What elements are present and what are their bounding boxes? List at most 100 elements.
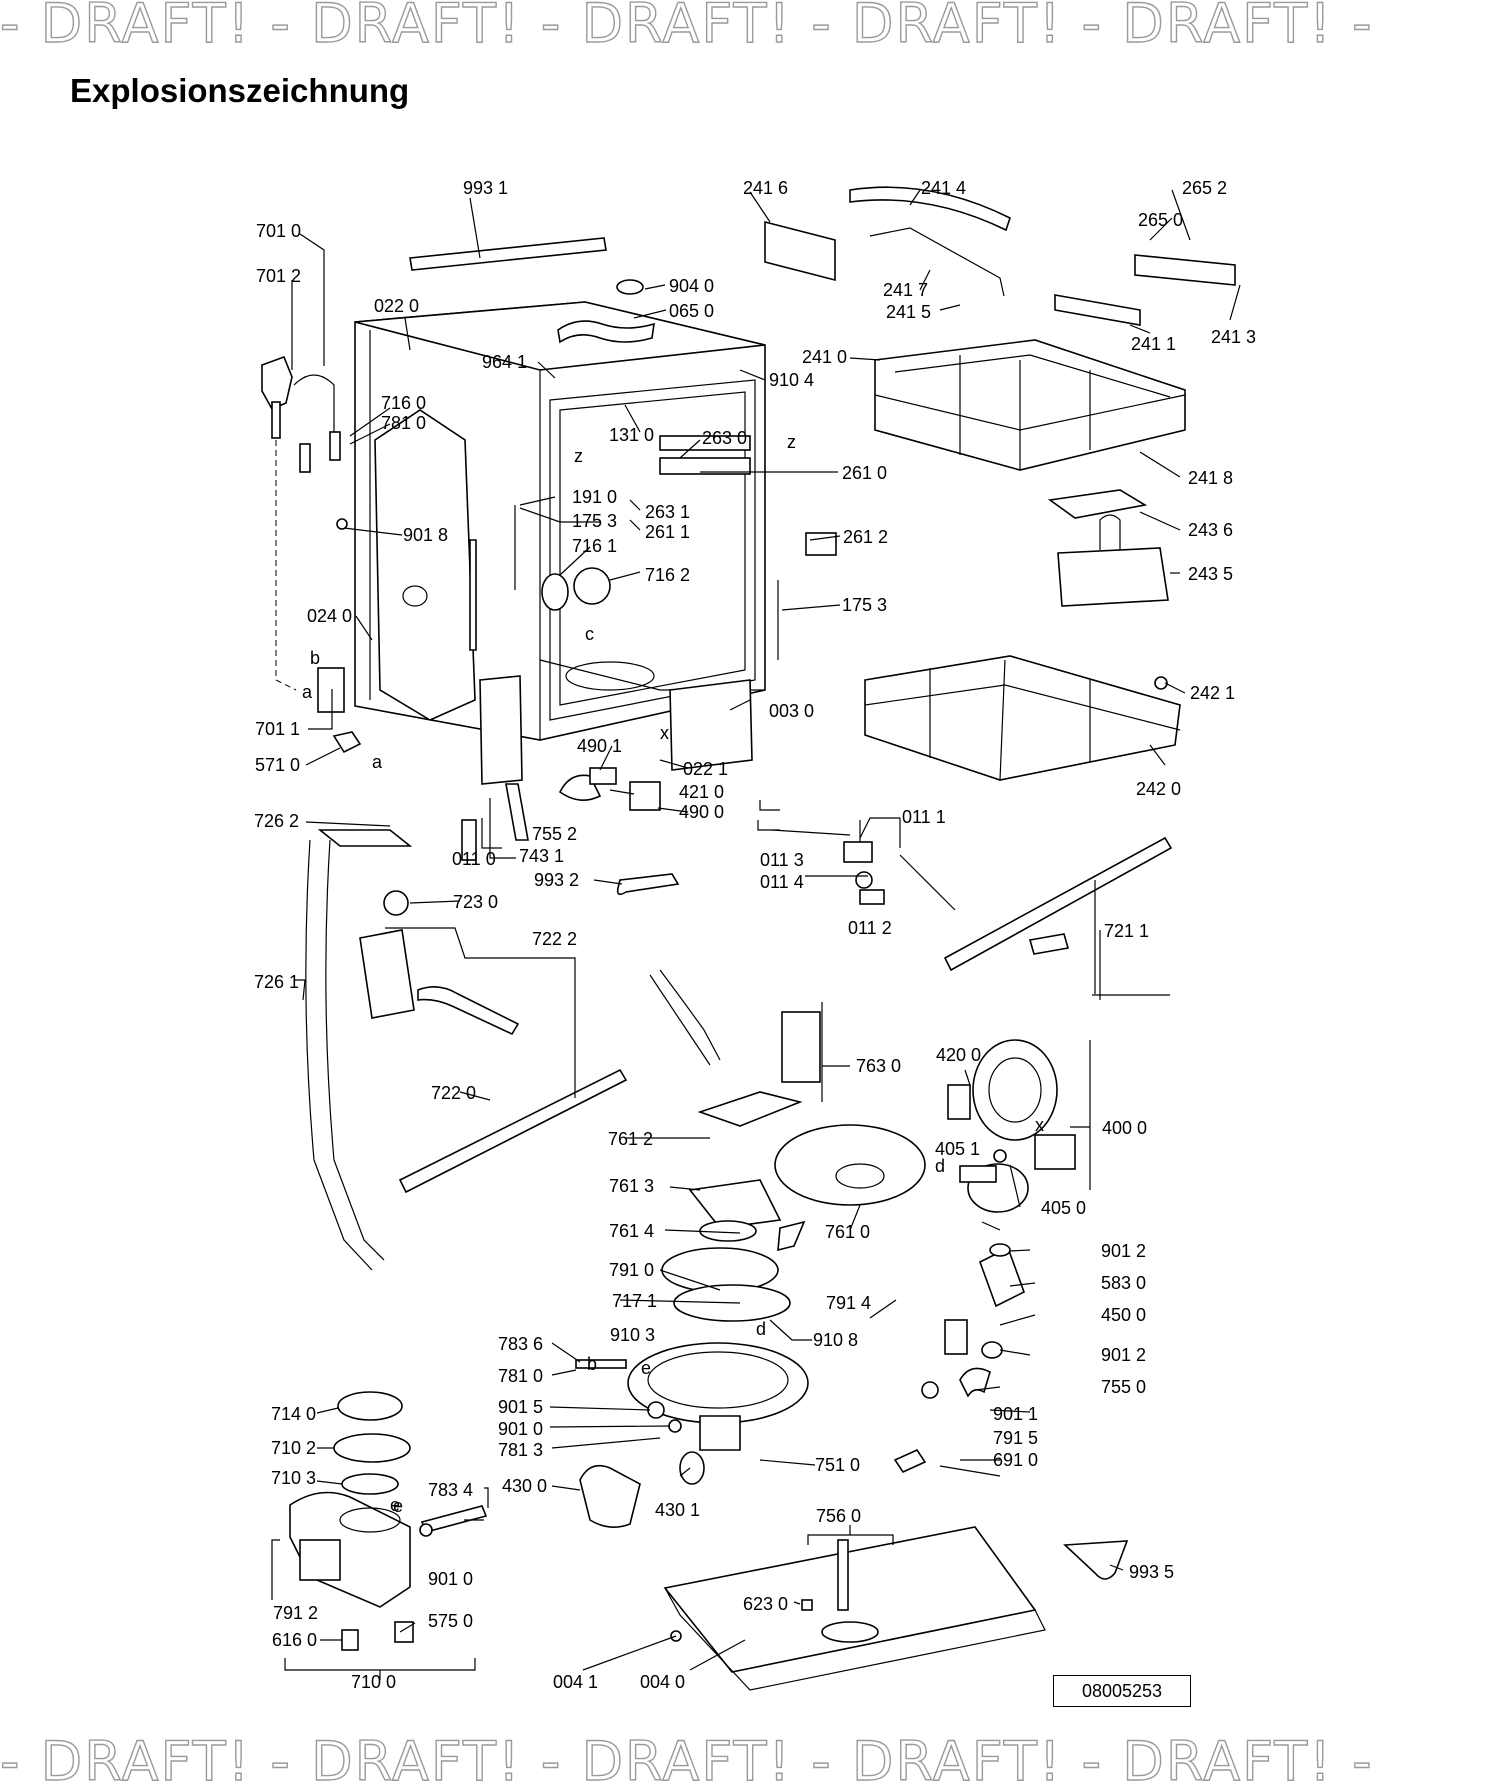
part-label: 571 0	[255, 755, 300, 775]
part-label: 022 1	[683, 759, 728, 779]
part-label: 710 0	[351, 1672, 396, 1692]
wheel-part	[1154, 676, 1168, 690]
part-label: 901 0	[498, 1419, 543, 1439]
part-label: 901 2	[1101, 1241, 1146, 1261]
part-label: 701 0	[256, 221, 301, 241]
part-label: 175 3	[842, 595, 887, 615]
outlet-part	[944, 1319, 968, 1355]
part-label: 450 0	[1101, 1305, 1146, 1325]
part-label: 783 4	[428, 1480, 473, 1500]
part-label: 420 0	[936, 1045, 981, 1065]
part-label: 717 1	[612, 1291, 657, 1311]
sump-assembly	[627, 1247, 809, 1451]
funnel-part	[1063, 1540, 1129, 1580]
letter-marker: b	[587, 1354, 597, 1374]
top-strip	[409, 237, 607, 271]
hinge-block	[843, 841, 873, 863]
part-label: 761 2	[608, 1129, 653, 1149]
letter-marker: z	[787, 432, 796, 452]
part-label: 003 0	[769, 701, 814, 721]
part-label: 761 4	[609, 1221, 654, 1241]
part-label: 241 5	[886, 302, 931, 322]
part-label: 243 5	[1188, 564, 1233, 584]
coarse-filter	[697, 1091, 803, 1127]
part-label: 710 2	[271, 1438, 316, 1458]
pressure-clamp	[921, 1381, 939, 1399]
spray-arm-carrier	[417, 986, 520, 1036]
rack-holder-part	[1134, 254, 1236, 286]
document-number: 08005253	[1053, 1675, 1191, 1707]
part-label: 910 8	[813, 1330, 858, 1350]
cap-part	[616, 279, 644, 295]
letter-marker: d	[935, 1156, 945, 1176]
part-label: 241 6	[743, 178, 788, 198]
part-label: 022 0	[374, 296, 419, 316]
connection-letters: b a a c x z z e d d x e b e	[302, 432, 1044, 1516]
part-label: 263 0	[702, 428, 747, 448]
letter-marker: c	[585, 624, 594, 644]
part-label: 901 5	[498, 1397, 543, 1417]
part-label: 691 0	[993, 1450, 1038, 1470]
part-label: 721 1	[1104, 921, 1149, 941]
part-label: 191 0	[572, 487, 617, 507]
part-label: 722 2	[532, 929, 577, 949]
hinge-plate	[859, 889, 885, 905]
dosing-wheel	[573, 567, 611, 605]
letter-marker: x	[660, 723, 669, 743]
part-label: 011 3	[760, 850, 804, 870]
part-label: 175 3	[572, 511, 617, 531]
part-label: 400 0	[1102, 1118, 1147, 1138]
part-label: 405 0	[1041, 1198, 1086, 1218]
part-label: 783 6	[498, 1334, 543, 1354]
part-label: 011 1	[902, 807, 946, 827]
part-label: 430 0	[502, 1476, 547, 1496]
circulation-pump	[947, 1039, 1076, 1213]
circulation-pipe	[305, 839, 385, 1271]
part-label: 004 1	[553, 1672, 598, 1692]
support-part	[383, 890, 409, 916]
tub-cabinet	[354, 301, 766, 785]
part-label: 763 0	[856, 1056, 901, 1076]
upper-spray-arm	[943, 836, 1173, 972]
control-panel-strip	[659, 435, 751, 451]
gasket-part	[557, 320, 655, 344]
service-wrench	[616, 873, 680, 896]
part-label: 241 4	[921, 178, 966, 198]
part-label: 901 1	[993, 1404, 1038, 1424]
drain-elbow	[959, 1367, 991, 1398]
part-label: 781 0	[381, 413, 426, 433]
letter-marker: d	[756, 1319, 766, 1339]
part-label: 756 0	[816, 1506, 861, 1526]
spray-pipe-top	[317, 829, 413, 847]
part-label: 761 3	[609, 1176, 654, 1196]
part-labels: 993 1 701 0 701 2 022 0 904 0 065 0 964 …	[254, 178, 1256, 1692]
fine-filter	[781, 1011, 821, 1083]
part-label: 993 1	[463, 178, 508, 198]
part-label: 065 0	[669, 301, 714, 321]
part-label: 242 1	[1190, 683, 1235, 703]
part-label: 714 0	[271, 1404, 316, 1424]
part-label: 701 1	[255, 719, 300, 739]
hinge-rod	[899, 854, 956, 911]
spray-arm-hub	[1028, 933, 1070, 955]
electronics-box	[629, 781, 661, 811]
letter-marker: e	[393, 1496, 403, 1516]
part-label: 011 2	[848, 918, 892, 938]
door-foot	[461, 819, 477, 861]
part-label: 623 0	[743, 1594, 788, 1614]
base-tray	[663, 1526, 1046, 1691]
part-label: 901 8	[403, 525, 448, 545]
lower-spray-arm	[398, 1068, 628, 1194]
part-label: 901 0	[428, 1569, 473, 1589]
part-label: 710 3	[271, 1468, 316, 1488]
letter-marker: z	[574, 446, 583, 466]
heater-element	[893, 1448, 927, 1474]
inlet-clamp	[668, 1419, 682, 1433]
upper-basket	[874, 339, 1186, 471]
part-label: 716 1	[572, 536, 617, 556]
drain-pump-seal	[679, 1451, 705, 1485]
inlet-pipe	[575, 1359, 627, 1369]
page-title: Explosionszeichnung	[70, 72, 410, 109]
part-label: 791 4	[826, 1293, 871, 1313]
